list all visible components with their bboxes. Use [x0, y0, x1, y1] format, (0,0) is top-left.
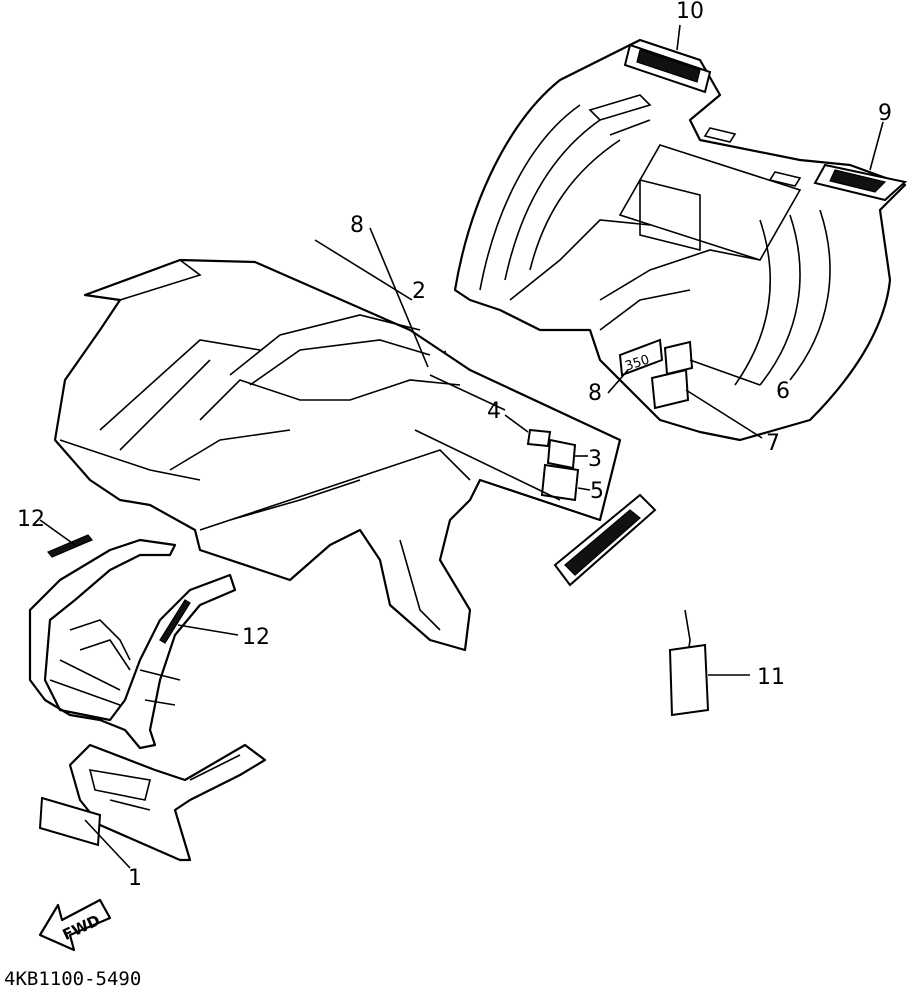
decal-12-right — [159, 599, 191, 644]
front-panel — [68, 743, 267, 862]
callout-8-top: 8 — [350, 213, 364, 238]
front-fender — [53, 258, 622, 652]
callout-12-top: 12 — [17, 507, 45, 532]
callout-3: 3 — [588, 447, 602, 472]
callout-11: 11 — [757, 665, 785, 690]
decal-9 — [813, 163, 908, 202]
decal-12-left — [47, 534, 93, 558]
callout-6: 6 — [776, 379, 790, 404]
fwd-arrow: FWD — [38, 898, 112, 952]
decal-3 — [546, 438, 577, 470]
warning-tag-11 — [668, 609, 710, 717]
leader-lines — [39, 24, 884, 869]
rear-fender — [453, 38, 907, 442]
decal-1 — [38, 796, 102, 847]
callout-2: 2 — [412, 279, 426, 304]
callout-5: 5 — [590, 479, 604, 504]
decal-350-text: 350 — [623, 353, 651, 375]
decal-7 — [650, 368, 690, 410]
decal-5 — [540, 463, 580, 502]
callout-12-right: 12 — [242, 625, 270, 650]
decal-8-engine-size: 350 — [618, 338, 664, 377]
callout-9: 9 — [878, 101, 892, 126]
front-guard — [28, 538, 237, 750]
side-graphic-decal — [553, 493, 657, 587]
callout-1: 1 — [128, 866, 142, 891]
decal-10 — [623, 43, 712, 94]
callout-8-bottom: 8 — [588, 381, 602, 406]
callout-7: 7 — [766, 431, 780, 456]
part-code: 4KB1100-5490 — [4, 968, 141, 989]
decal-6 — [663, 340, 694, 376]
decal-4 — [526, 428, 552, 448]
callout-4: 4 — [487, 399, 501, 424]
callout-10: 10 — [676, 0, 704, 24]
